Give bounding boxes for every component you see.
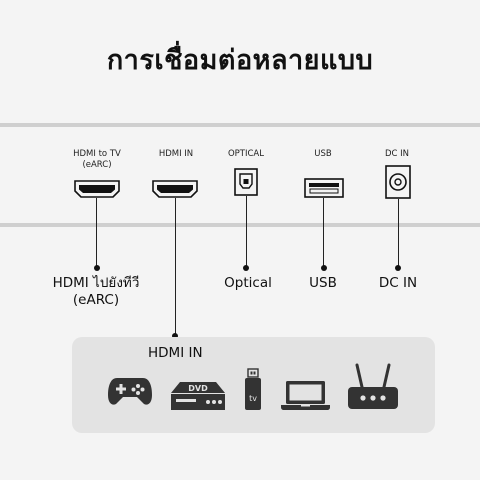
connection-label-optical: Optical	[224, 275, 272, 291]
connector-line-hdmi-to-tv	[96, 198, 98, 268]
dvd-player-icon: DVD	[171, 382, 225, 410]
connector-line-hdmi-in	[174, 198, 176, 335]
devices-panel-label: HDMI IN	[148, 345, 203, 361]
laptop-icon	[281, 381, 330, 410]
connector-dot-usb	[320, 265, 327, 271]
connector-dot-dc-in	[395, 265, 401, 271]
dc-in-port-icon	[385, 165, 411, 199]
connection-label-usb: USB	[309, 275, 337, 291]
tv-stick-text: tv	[249, 394, 257, 403]
connection-label-hdmi-tv: HDMI ไปยังทีวี (eARC)	[52, 275, 140, 308]
divider-top	[0, 123, 480, 127]
connector-line-usb	[323, 198, 325, 268]
hdmi-port-icon	[152, 180, 198, 198]
port-label-dc-in: DC IN	[384, 149, 410, 159]
tv-stick-icon: tv	[245, 368, 261, 410]
connector-dot-hdmi-in	[172, 333, 178, 339]
connector-dot-hdmi-to-tv	[93, 265, 100, 271]
optical-port-icon	[234, 168, 258, 196]
port-label-hdmi-to-tv: HDMI to TV (eARC)	[73, 149, 121, 170]
usb-port-icon	[304, 178, 344, 198]
port-label-optical: OPTICAL	[227, 149, 264, 159]
hdmi-port-icon	[74, 180, 120, 198]
connection-label-dc-in: DC IN	[378, 275, 418, 291]
connector-line-dc-in	[397, 199, 399, 268]
dvd-text: DVD	[188, 384, 208, 393]
divider-bottom	[0, 223, 480, 227]
connector-dot-optical	[243, 265, 249, 271]
page-title: การเชื่อมต่อหลายแบบ	[106, 45, 374, 76]
router-icon	[348, 363, 398, 409]
port-label-hdmi-in: HDMI IN	[158, 149, 194, 159]
connector-line-optical	[245, 196, 247, 268]
game-controller-icon	[108, 378, 152, 405]
port-label-usb: USB	[314, 149, 332, 159]
